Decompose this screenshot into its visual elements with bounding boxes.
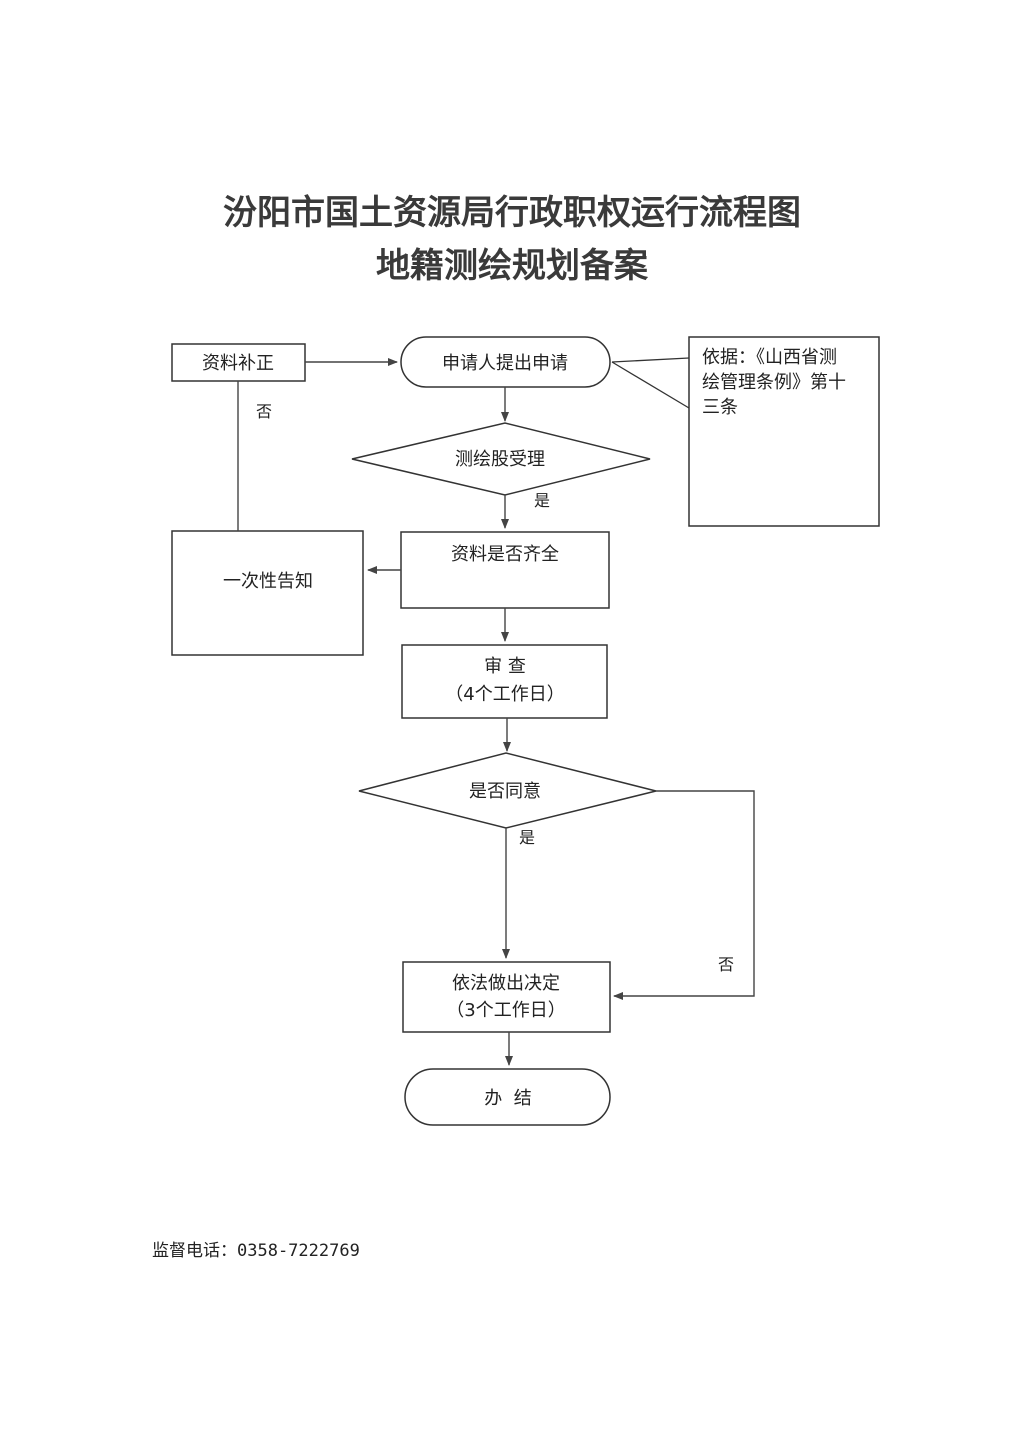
complete-box: 资料是否齐全 — [400, 531, 610, 609]
basis-box: 依据：《山西省测 绘管理条例》第十 三条 — [688, 336, 880, 527]
complete-label: 资料是否齐全 — [451, 544, 559, 565]
finish-label: 办 结 — [484, 1088, 531, 1109]
review-box: 审 查 （4个工作日） — [401, 644, 608, 719]
finish-node: 办 结 — [404, 1068, 611, 1126]
basis-line-1: 依据：《山西省测 — [702, 347, 837, 368]
apply-label: 申请人提出申请 — [442, 353, 568, 374]
label-no-right: 否 — [718, 955, 734, 974]
agree-label: 是否同意 — [469, 781, 541, 802]
apply-node: 申请人提出申请 — [400, 336, 611, 388]
basis-line-2: 绘管理条例》第十 — [702, 372, 846, 393]
supervision-phone: 监督电话：0358-7222769 — [152, 1241, 360, 1261]
callout-line-bottom — [611, 361, 690, 409]
callout-line-top — [611, 357, 690, 363]
page-title: 汾阳市国土资源局行政职权运行流程图 — [223, 193, 801, 233]
accept-diamond: 测绘股受理 — [351, 422, 651, 496]
decide-box: 依法做出决定 （3个工作日） — [402, 961, 611, 1033]
arrow-agree-no-to-decide — [613, 790, 755, 1000]
decide-label-1: 依法做出决定 — [452, 973, 560, 994]
label-yes-accept: 是 — [534, 491, 550, 510]
label-no-left: 否 — [256, 402, 272, 421]
basis-line-3: 三条 — [702, 397, 738, 418]
accept-label: 测绘股受理 — [455, 449, 545, 470]
supplement-label: 资料补正 — [202, 353, 274, 374]
notify-label: 一次性告知 — [223, 571, 313, 592]
agree-diamond: 是否同意 — [358, 752, 657, 829]
supplement-box: 资料补正 — [171, 343, 306, 382]
decide-label-2: （3个工作日） — [446, 1000, 565, 1021]
label-yes-agree: 是 — [519, 828, 535, 847]
review-label-1: 审 查 — [484, 656, 526, 677]
review-label-2: （4个工作日） — [445, 684, 564, 705]
page-subtitle: 地籍测绘规划备案 — [376, 246, 648, 286]
notify-box: 一次性告知 — [171, 530, 364, 656]
